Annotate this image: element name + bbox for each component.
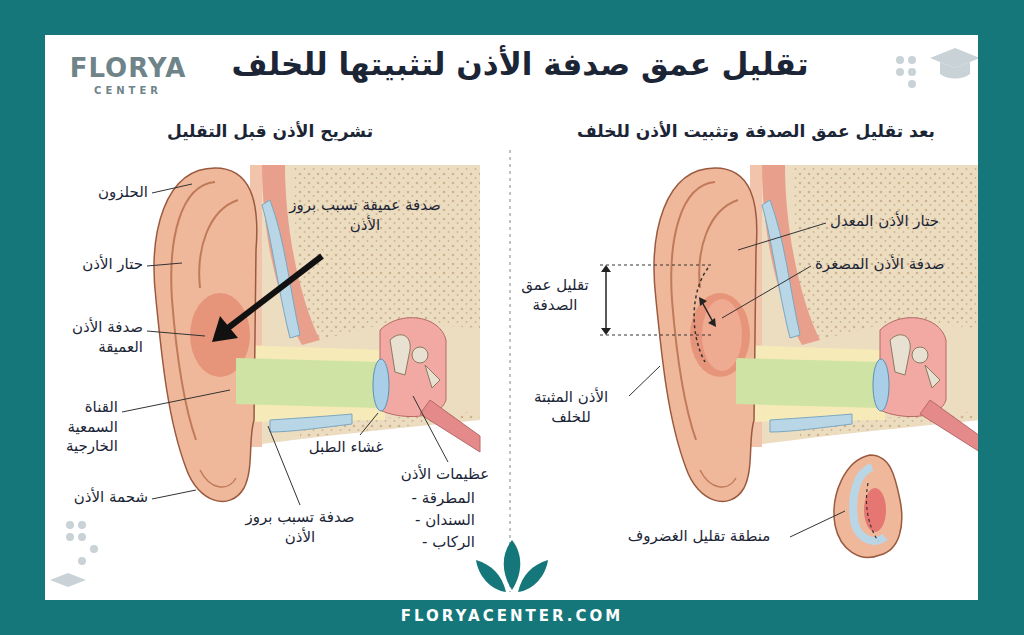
footer-url: FLORYACENTER.COM bbox=[262, 607, 762, 627]
part-label: الركاب - bbox=[395, 533, 475, 553]
callout-label: صدفة عميقة تسبب بروز الأذن bbox=[285, 196, 445, 235]
logo-text: FLORYA bbox=[62, 52, 194, 86]
part-label: عظيمات الأذن bbox=[385, 465, 505, 485]
dimension-label: تقليل عمق الصدفة bbox=[512, 276, 598, 315]
part-label: شحمة الأذن bbox=[48, 488, 148, 508]
panel-heading: بعد تقليل عمق الصدفة وتثبيت الأذن للخلف bbox=[540, 120, 972, 142]
part-label: صدفة تسبب بروز الأذن bbox=[240, 508, 360, 547]
logo-subtext: CENTER bbox=[62, 84, 194, 97]
main-title: تقليل عمق صدفة الأذن لتثبيتها للخلف bbox=[180, 44, 860, 84]
panel-heading: تشريح الأذن قبل التقليل bbox=[110, 120, 430, 142]
part-label: حتار الأذن المعدل bbox=[830, 212, 975, 232]
part-label: صدفة الأذن العميقة bbox=[48, 318, 143, 357]
part-label: الحلزون bbox=[48, 183, 148, 203]
part-label: الأذن المثبتة للخلف bbox=[515, 388, 627, 427]
part-label: القناة السمعية الخارجية bbox=[48, 398, 118, 457]
part-label: حتار الأذن bbox=[48, 255, 143, 275]
part-label: السندان - bbox=[395, 511, 475, 531]
part-label: صدفة الأذن المصغرة bbox=[815, 255, 975, 275]
part-label: منطقة تقليل الغضروف bbox=[610, 527, 788, 547]
part-label: المطرقة - bbox=[395, 489, 475, 509]
part-label: غشاء الطبل bbox=[300, 438, 392, 458]
